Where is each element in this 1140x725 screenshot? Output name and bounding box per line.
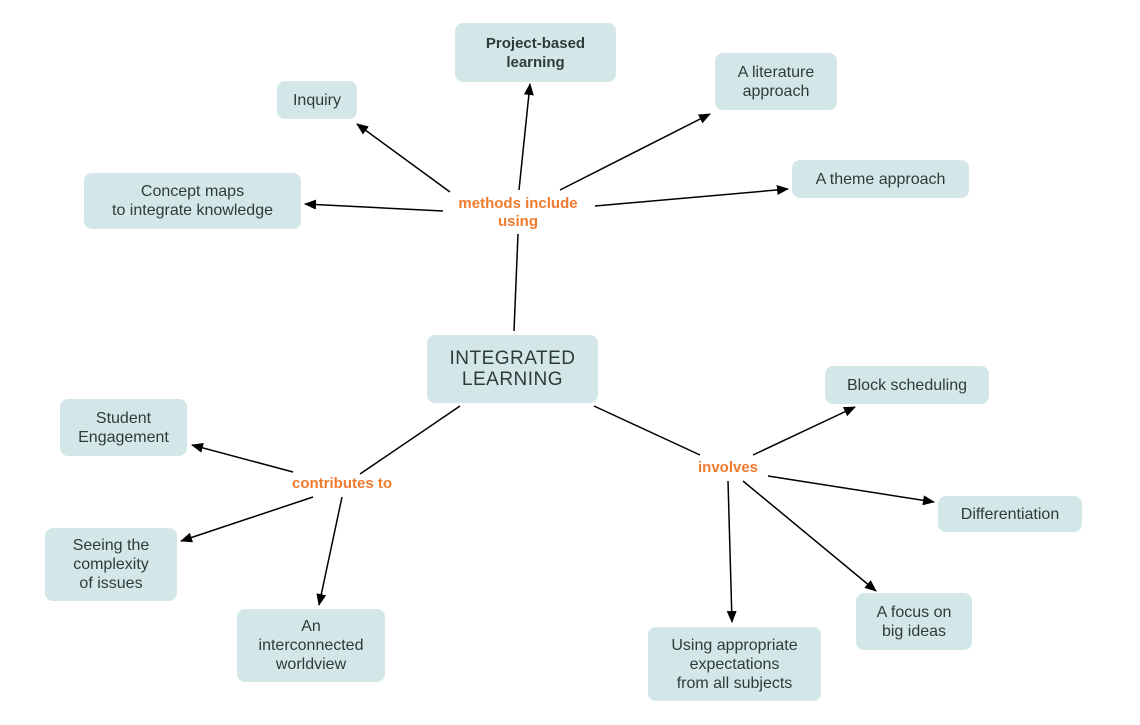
connector-central-to-contributes	[359, 405, 461, 475]
arrow-to-concept-maps	[304, 199, 444, 212]
arrow-to-project-based	[518, 83, 534, 191]
connector-central-to-involves	[593, 405, 701, 456]
concept-inquiry: Inquiry	[277, 81, 357, 119]
central-concept-integrated-learning: INTEGRATED LEARNING	[427, 335, 598, 403]
concept-literature-approach: A literature approach	[715, 53, 837, 110]
concept-block-scheduling: Block scheduling	[825, 366, 989, 404]
concept-theme-approach: A theme approach	[792, 160, 969, 198]
arrow-to-differentiation	[767, 475, 935, 506]
connector-central-to-methods	[513, 233, 519, 332]
concept-differentiation: Differentiation	[938, 496, 1082, 532]
linking-phrase-methods-include-using: methods include using	[445, 195, 591, 233]
arrow-to-theme	[594, 184, 789, 207]
concept-interconnected-worldview: An interconnected worldview	[237, 609, 385, 682]
concept-project-based-learning: Project-based learning	[455, 23, 616, 82]
linking-phrase-contributes-to: contributes to	[281, 475, 403, 495]
concept-concept-maps: Concept maps to integrate knowledge	[84, 173, 301, 229]
arrow-to-big-ideas	[742, 480, 877, 592]
concept-focus-big-ideas: A focus on big ideas	[856, 593, 972, 650]
arrow-to-student-engagement	[191, 443, 294, 473]
linking-phrase-involves: involves	[689, 459, 767, 479]
arrow-to-worldview	[316, 496, 343, 606]
concept-seeing-complexity: Seeing the complexity of issues	[45, 528, 177, 601]
arrow-to-complexity	[180, 496, 314, 543]
concept-appropriate-expectations: Using appropriate expectations from all …	[648, 627, 821, 701]
arrow-to-literature	[559, 113, 711, 191]
arrow-to-block-scheduling	[752, 406, 856, 456]
concept-student-engagement: Student Engagement	[60, 399, 187, 456]
arrow-to-inquiry	[356, 123, 451, 193]
arrow-to-expectations	[726, 480, 737, 623]
